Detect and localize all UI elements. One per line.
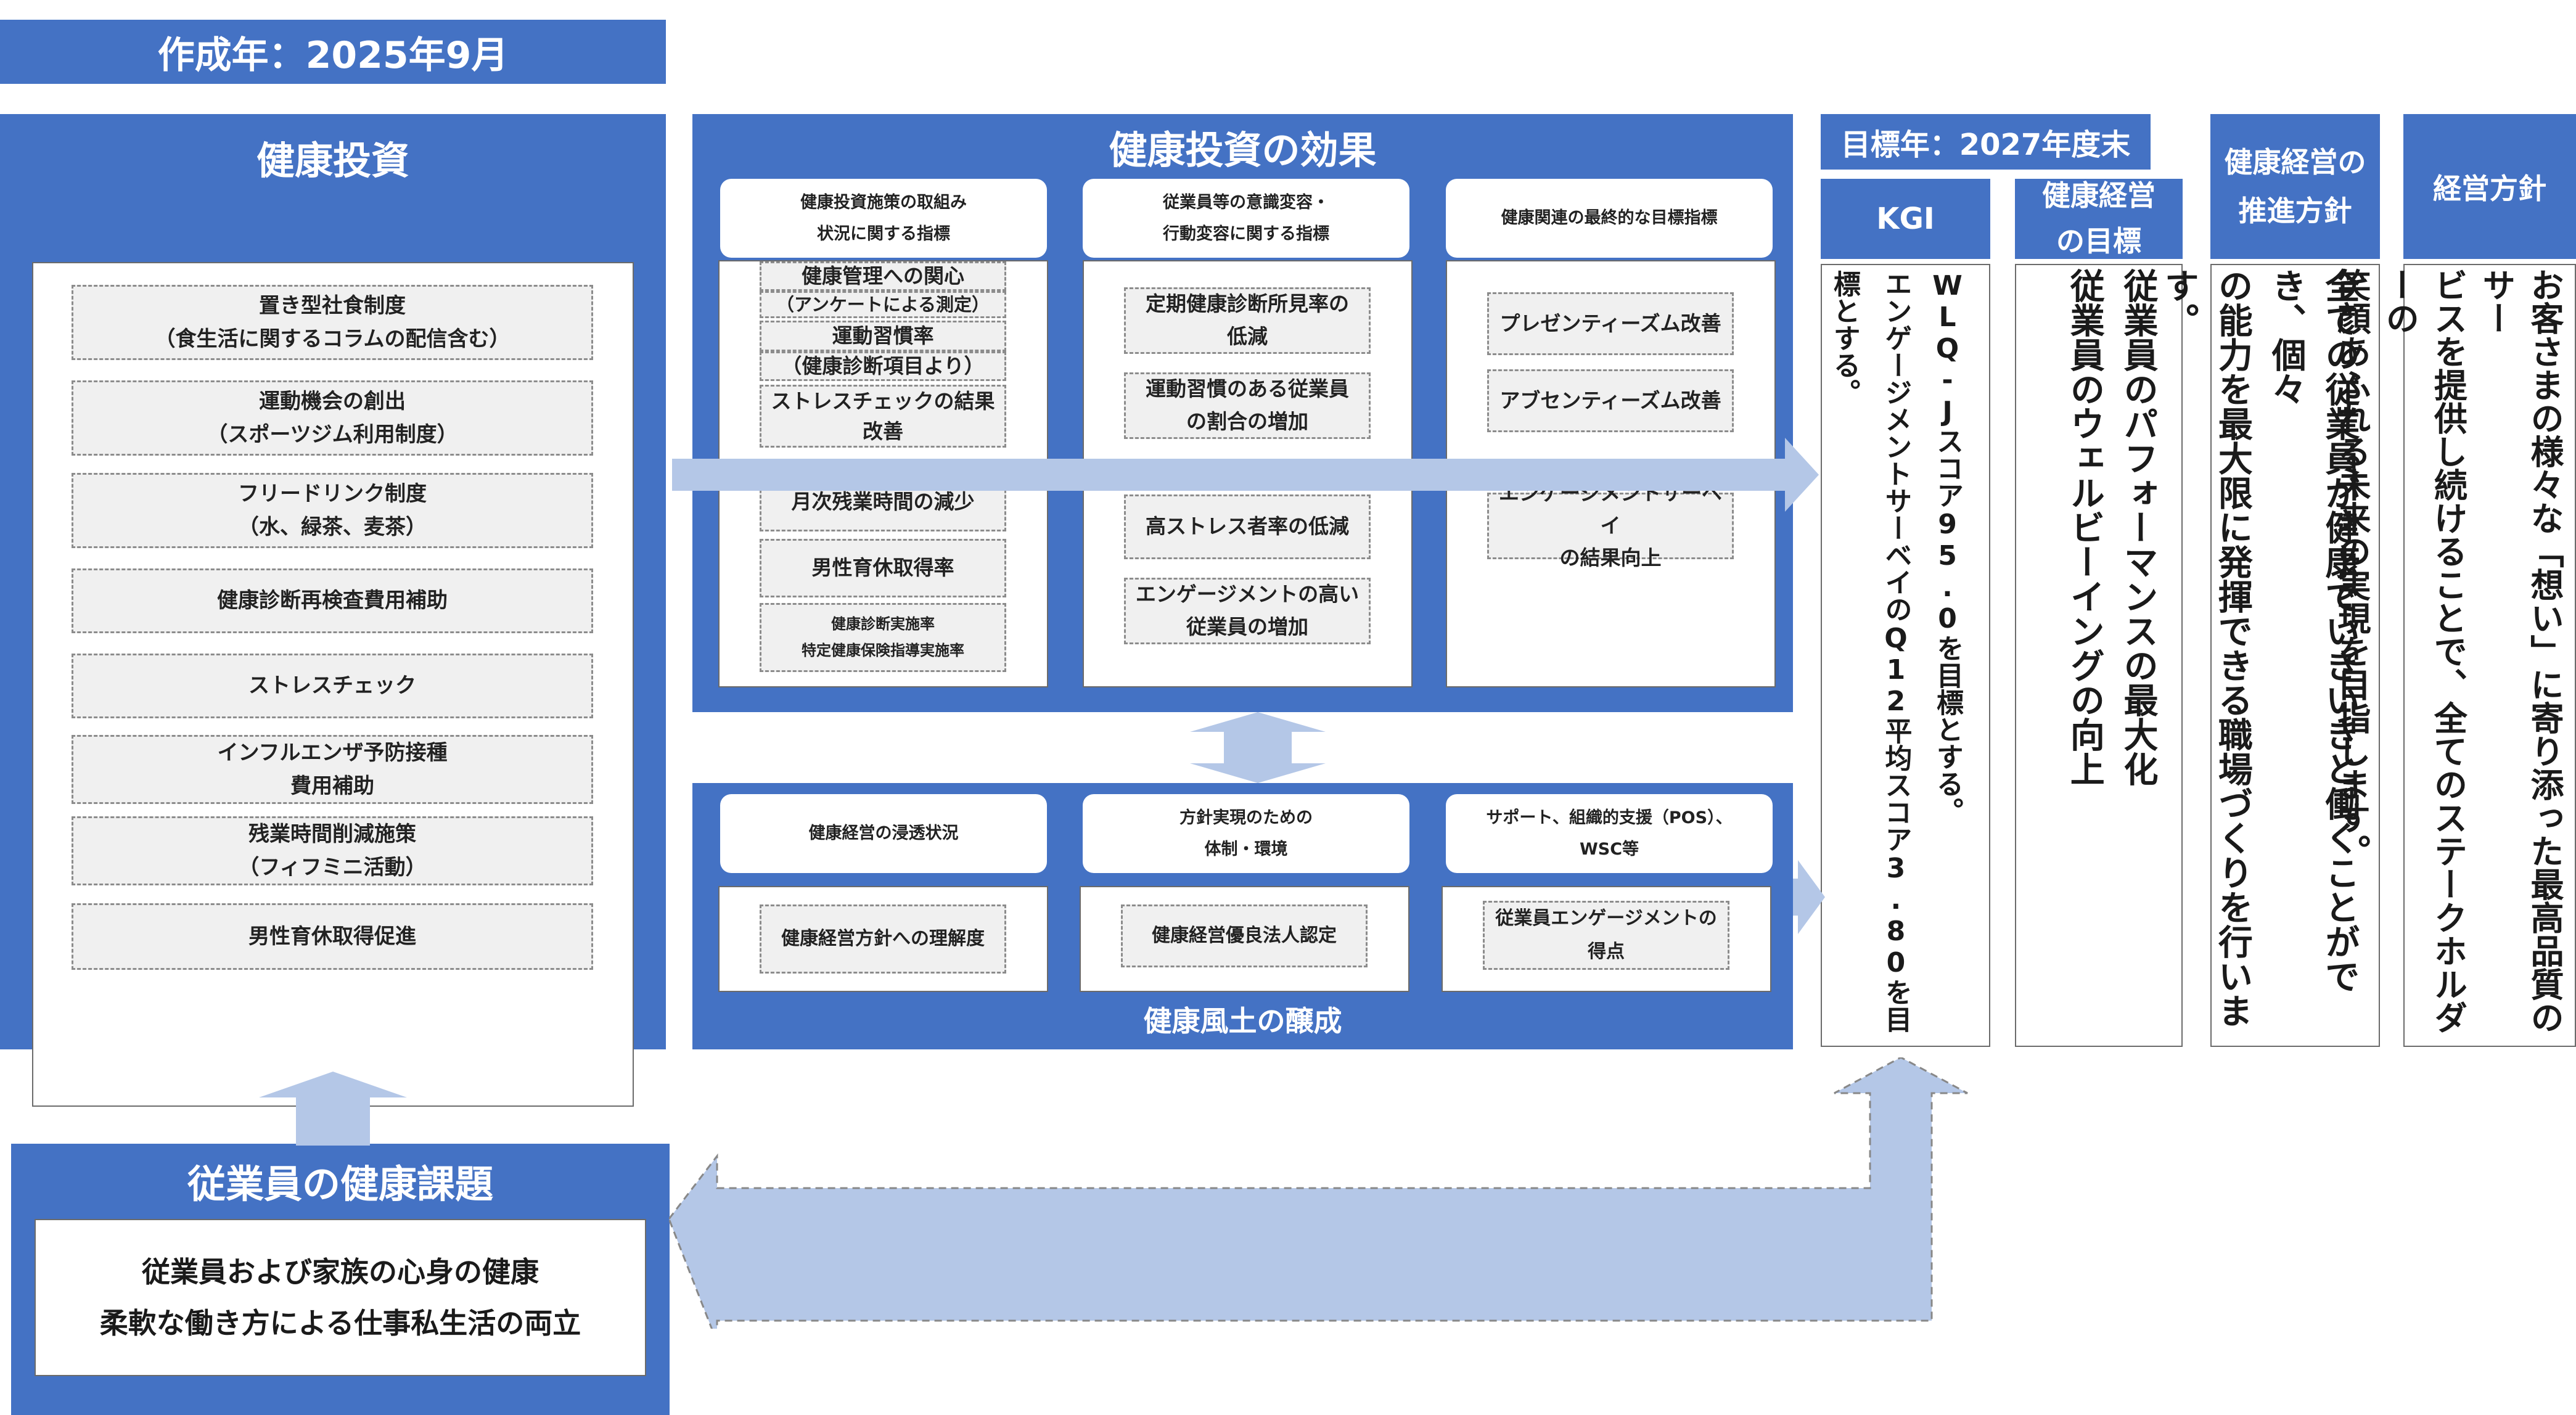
culture-title: 健康風土の醸成 — [1143, 1004, 1342, 1038]
promotion-policy-text: 全ての従業員が健康でいきいきと働くことができ、個々 の能力を最大限に発揮できる職… — [2159, 268, 2360, 1028]
effects-col3-header: 健康関連の最終的な目標指標 — [1446, 179, 1773, 258]
arrow-right-effects-icon — [672, 438, 1819, 512]
effect-indicator: エンゲージメントの高い 従業員の増加 — [1124, 578, 1371, 644]
culture-col1-panel: 健康経営方針への理解度 — [718, 886, 1048, 992]
effect-indicator: 定期健康診断所見率の 低減 — [1124, 287, 1371, 354]
culture-col3-panel: 従業員エンゲージメントの 得点 — [1442, 886, 1771, 992]
culture-col2-header: 方針実現のための 体制・環境 — [1083, 794, 1409, 873]
kgi-header: KGI — [1821, 179, 1990, 259]
investment-item: 残業時間削減施策 （フィフミニ活動） — [72, 816, 593, 885]
created-date-banner: 作成年：2025年9月 — [0, 20, 666, 84]
effect-indicator: エンゲージメントサーベイ の結果向上 — [1487, 481, 1734, 570]
issues-line-2: 柔軟な働き方による仕事私生活の両立 — [99, 1306, 581, 1340]
management-policy-box — [2403, 264, 2576, 1047]
investment-item: インフルエンザ予防接種 費用補助 — [72, 735, 593, 804]
effects-title: 健康投資の効果 — [1109, 128, 1377, 173]
issues-panel: 従業員および家族の心身の健康 柔軟な働き方による仕事私生活の両立 — [35, 1219, 646, 1376]
issues-line-1: 従業員および家族の心身の健康 — [142, 1255, 539, 1289]
investment-item: 健康診断再検査費用補助 — [72, 568, 593, 633]
investment-item: フリードリンク制度 （水、緑茶、麦茶） — [72, 473, 593, 548]
investment-item: ストレスチェック — [72, 654, 593, 718]
management-policy-text: お客さまの様々な「想い」に寄り添った最高品質のサー ビスを提供し続けることで、全… — [2331, 268, 2564, 1034]
investment-item: 男性育休取得促進 — [72, 903, 593, 970]
culture-col1-header: 健康経営の浸透状況 — [720, 794, 1047, 873]
arrow-loop-icon — [669, 1057, 1968, 1329]
wellness-goal-header: 健康経営 の目標 — [2015, 179, 2183, 259]
issues-section: 従業員の健康課題 従業員および家族の心身の健康 柔軟な働き方による仕事私生活の両… — [11, 1144, 670, 1415]
effect-indicator: 運動習慣のある従業員 の割合の増加 — [1124, 372, 1371, 439]
arrow-up-investment-icon — [259, 1072, 407, 1146]
investment-item: 置き型社食制度 （食生活に関するコラムの配信含む） — [72, 285, 593, 360]
arrow-up-down-icon — [1190, 712, 1326, 783]
investment-title: 健康投資 — [256, 138, 409, 183]
effects-col1-header: 健康投資施策の取組み 状況に関する指標 — [720, 179, 1047, 258]
kgi-text: WLQ-Jスコア95.0を目標とする。 エンゲージメントサーベイのQ12平均スコ… — [1828, 270, 1963, 1033]
effects-col1-panel: 健康管理への関心 （アンケートによる測定） 運動習慣率 （健康診断項目より） ス… — [718, 260, 1048, 687]
effect-indicator: 健康診断実施率 特定健康保険指導実施率 — [760, 603, 1006, 672]
culture-indicator: 健康経営優良法人認定 — [1121, 904, 1368, 967]
target-year-banner: 目標年：2027年度末 — [1821, 114, 2151, 170]
effect-indicator: 男性育休取得率 — [760, 539, 1006, 597]
promotion-policy-box — [2210, 264, 2380, 1047]
investment-item: 運動機会の創出 （スポーツジム利用制度） — [72, 380, 593, 456]
investment-section: 健康投資 置き型社食制度 （食生活に関するコラムの配信含む） 運動機会の創出 （… — [0, 114, 666, 1107]
effect-indicator: （健康診断項目より） — [760, 351, 1006, 381]
investment-panel: 置き型社食制度 （食生活に関するコラムの配信含む） 運動機会の創出 （スポーツジ… — [32, 262, 634, 1107]
effect-indicator: アブセンティーズム改善 — [1487, 369, 1734, 432]
effect-indicator: 健康管理への関心 — [760, 261, 1006, 291]
culture-indicator: 従業員エンゲージメントの 得点 — [1483, 901, 1729, 970]
culture-col2-panel: 健康経営優良法人認定 — [1080, 886, 1409, 992]
wellness-goal-box — [2015, 264, 2183, 1047]
culture-col3-header: サポート、組織的支援（POS）、 WSC等 — [1446, 794, 1773, 873]
kgi-box — [1821, 264, 1990, 1047]
culture-section: 健康経営の浸透状況 方針実現のための 体制・環境 サポート、組織的支援（POS）… — [692, 783, 1793, 1049]
arrow-right-culture-icon — [1793, 860, 1825, 934]
effect-indicator: （アンケートによる測定） — [760, 291, 1006, 318]
effects-col2-header: 従業員等の意識変容・ 行動変容に関する指標 — [1083, 179, 1409, 258]
effect-indicator: 高ストレス者率の低減 — [1124, 494, 1371, 559]
effect-indicator: プレゼンティーズム改善 — [1487, 292, 1734, 355]
effects-section: 健康投資の効果 健康投資施策の取組み 状況に関する指標 従業員等の意識変容・ 行… — [692, 114, 1793, 712]
effect-indicator: ストレスチェックの結果 改善 — [760, 385, 1006, 448]
wellness-goal-text: 従業員のパフォーマンスの最大化 従業員のウェルビーイングの向上 — [2064, 268, 2158, 786]
culture-indicator: 健康経営方針への理解度 — [760, 904, 1006, 974]
issues-title: 従業員の健康課題 — [187, 1162, 493, 1207]
promotion-policy-header: 健康経営の 推進方針 — [2210, 114, 2380, 259]
effect-indicator: 運動習慣率 — [760, 321, 1006, 351]
management-policy-header: 経営方針 — [2403, 114, 2576, 259]
